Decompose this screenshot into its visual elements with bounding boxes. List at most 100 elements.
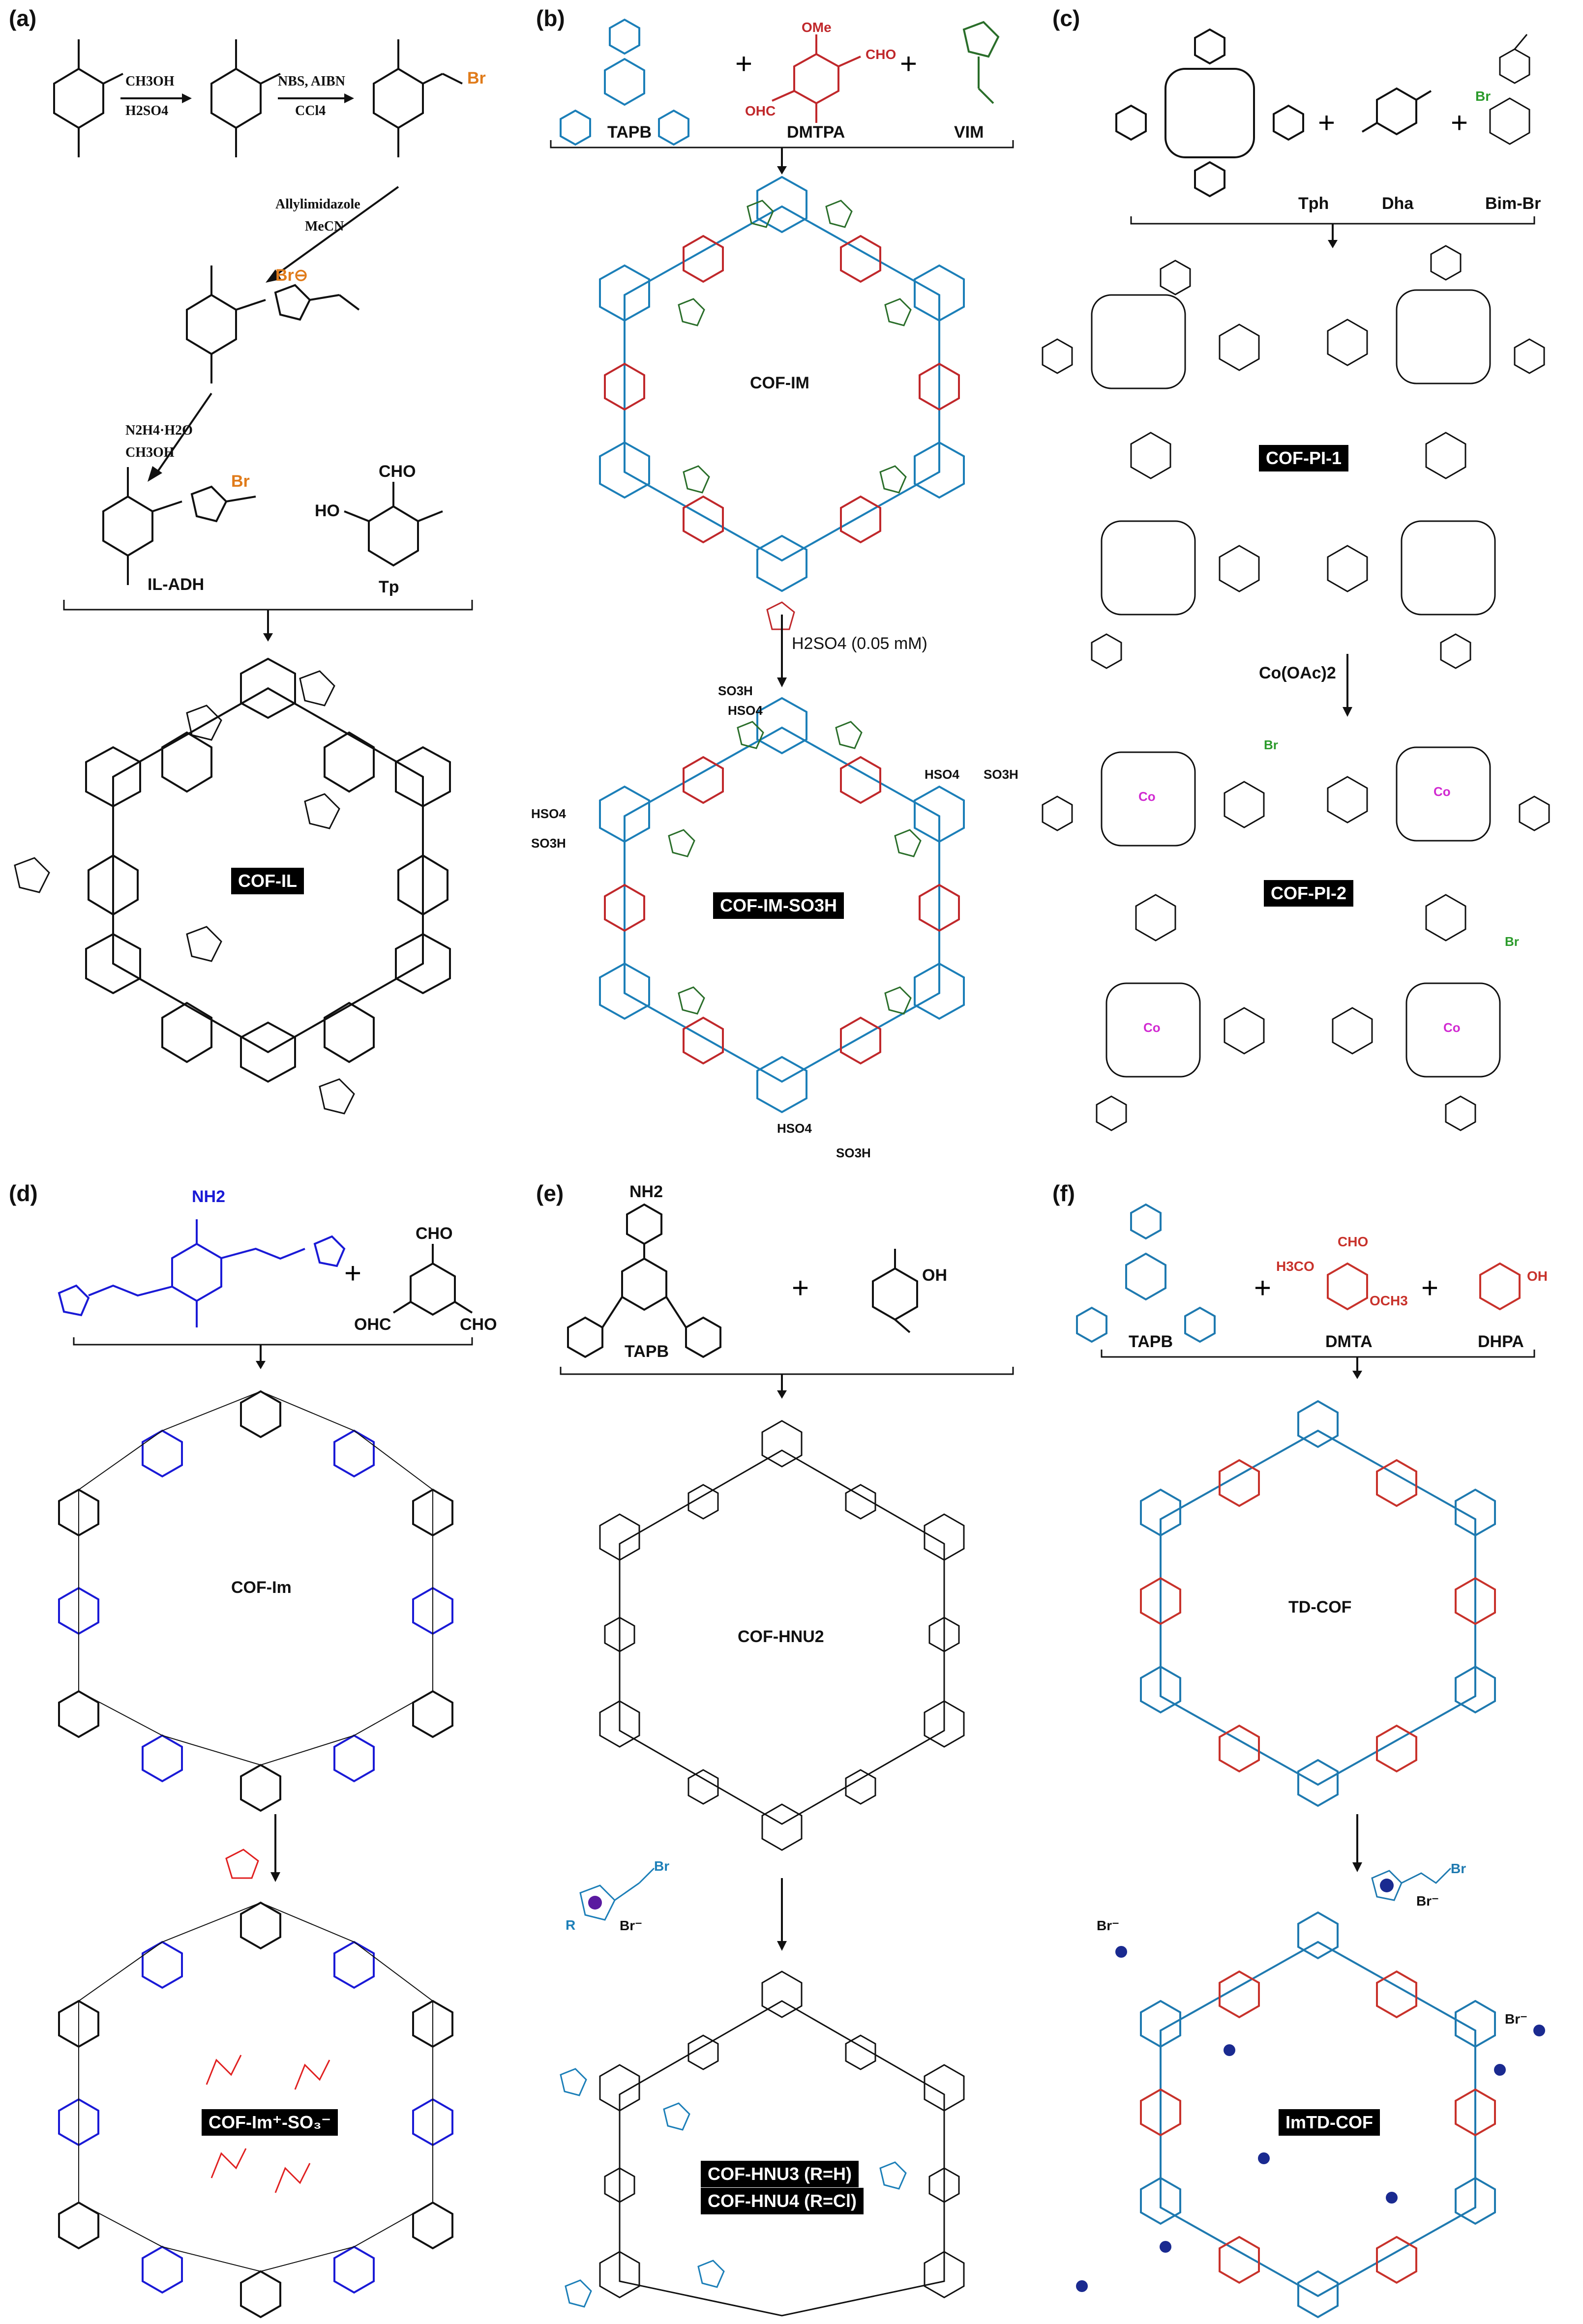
svg-text:+: + (1318, 106, 1335, 139)
cof-im-d-framework (58, 1390, 453, 1812)
panel-a: CH3OH H2SO4 NBS, AIBN CCl4 Br Allylimida… (0, 0, 521, 1175)
cof-im-so3-framework (58, 1901, 453, 2319)
product-td-cof: TD-COF (1288, 1598, 1352, 1617)
br-a1: Br (467, 69, 486, 88)
ome-b1: OMe (802, 20, 832, 35)
so3h-b1: SO3H (718, 683, 753, 698)
panel-d-structures: + (58, 1219, 473, 2319)
co-center-1: Co (1138, 789, 1156, 804)
reagent-a4: N2H4·H2O (125, 423, 193, 438)
h3co-f: H3CO (1276, 1259, 1314, 1274)
product-cof-pi-1: COF-PI-1 (1259, 445, 1349, 471)
product-cof-im-d: COF-Im (231, 1578, 292, 1597)
svg-text:+: + (1254, 1271, 1271, 1304)
br-c-2: Br (1505, 934, 1519, 949)
panel-c: + + (1042, 0, 1583, 1175)
br-a3: Br (231, 472, 250, 491)
so3h-b3: SO3H (984, 767, 1018, 782)
panel-b-structures: + + (550, 18, 1014, 1114)
nh2-d1: NH2 (192, 1187, 226, 1206)
reagent-a3b: MeCN (305, 219, 344, 234)
cho-b: CHO (866, 47, 896, 62)
nh2-e1: NH2 (629, 1182, 663, 1201)
panel-label-f: (f) (1052, 1180, 1075, 1206)
svg-text:+: + (792, 1271, 809, 1304)
cho-d1: CHO (416, 1224, 453, 1243)
reagent-a1: CH3OH (125, 74, 175, 89)
panel-label-e: (e) (536, 1180, 564, 1206)
br-f4: Br⁻ (1505, 2011, 1527, 2027)
r-e1: R (566, 1917, 576, 1933)
cof-im-so3h-framework (599, 697, 965, 1114)
br-f2: Br⁻ (1416, 1893, 1439, 1909)
monomer-tp: Tp (379, 578, 399, 596)
reagent-a1b: H2SO4 (125, 103, 169, 118)
oh-e: OH (922, 1266, 947, 1285)
monomer-dha: Dha (1382, 194, 1414, 213)
panel-b: + + (521, 0, 1043, 1175)
so3h-b4: SO3H (836, 1146, 871, 1160)
monomer-tapb-e: TAPB (625, 1342, 669, 1361)
reagent-a4b: CH3OH (125, 445, 175, 460)
svg-text:+: + (1421, 1271, 1438, 1304)
och3-f: OCH3 (1370, 1293, 1408, 1308)
svg-text:+: + (900, 47, 917, 80)
panel-label-a: (a) (9, 5, 37, 31)
br-f1: Br (1451, 1861, 1466, 1876)
co-center-3: Co (1143, 1020, 1161, 1035)
product-imtd-cof: ImTD-COF (1279, 2109, 1380, 2136)
panel-label-b: (b) (536, 5, 565, 31)
panel-c-structures: + + (1042, 28, 1550, 1131)
br-c-1: Br (1264, 737, 1278, 752)
svg-text:+: + (344, 1257, 361, 1290)
cof-hnu34-framework (599, 1971, 965, 2317)
monomer-dhpa: DHPA (1478, 1332, 1524, 1351)
ohc-b: OHC (745, 103, 776, 118)
svg-text:+: + (735, 47, 752, 80)
reagent-co-oac: Co(OAc)2 (1259, 664, 1336, 682)
br-e1: Br (654, 1858, 670, 1874)
hso4-b2: HSO4 (531, 806, 566, 821)
panel-d: + (0, 1175, 521, 2324)
hso4-b1: HSO4 (728, 703, 763, 718)
monomer-vim: VIM (954, 123, 984, 142)
so3h-b2: SO3H (531, 836, 566, 851)
monomer-il-adh: IL-ADH (148, 575, 205, 594)
product-cof-pi-2: COF-PI-2 (1264, 880, 1354, 907)
ho-a: HO (315, 501, 340, 520)
monomer-dmtpa: DMTPA (787, 123, 845, 142)
panel-label-c: (c) (1052, 5, 1080, 31)
panel-e: + (521, 1175, 1043, 2324)
panel-label-d: (d) (9, 1180, 38, 1206)
ohc-d: OHC (354, 1315, 391, 1334)
monomer-tph: Tph (1298, 194, 1329, 213)
br-f3: Br⁻ (1097, 1918, 1119, 1933)
product-cof-im: COF-IM (750, 374, 809, 392)
cof-pi-2-framework (1042, 746, 1550, 1131)
cof-pi-1-framework (1042, 245, 1545, 669)
cof-hnu2-framework (599, 1420, 965, 1851)
br-c-monomer: Br (1475, 88, 1491, 104)
reagent-a2: NBS, AIBN (278, 74, 345, 89)
br-a2: Br⊖ (275, 266, 308, 285)
product-cof-hnu4: COF-HNU4 (R=Cl) (701, 2188, 864, 2214)
reagent-a2b: CCl4 (295, 103, 326, 118)
oh-f: OH (1527, 1268, 1548, 1284)
monomer-tapb-f: TAPB (1129, 1332, 1173, 1351)
cof-im-framework (599, 176, 965, 592)
product-cof-im-so3: COF-Im⁺-SO₃⁻ (202, 2109, 338, 2136)
panel-a-structures (14, 39, 473, 1115)
cof-il-framework (14, 657, 451, 1115)
cho-d2: CHO (460, 1315, 497, 1334)
hso4-b4: HSO4 (777, 1121, 812, 1136)
panel-f: + + (1043, 1175, 1583, 2324)
co-center-2: Co (1434, 784, 1451, 799)
svg-text:+: + (1451, 106, 1468, 139)
cho-a: CHO (379, 462, 416, 481)
hso4-b3: HSO4 (925, 767, 959, 782)
monomer-bim-br: Bim-Br (1485, 194, 1541, 213)
monomer-dmta: DMTA (1325, 1332, 1373, 1351)
imtd-cof-framework (1076, 1911, 1545, 2319)
monomer-tapb-b: TAPB (607, 123, 652, 142)
reagent-a3: Allylimidazole (275, 197, 360, 212)
